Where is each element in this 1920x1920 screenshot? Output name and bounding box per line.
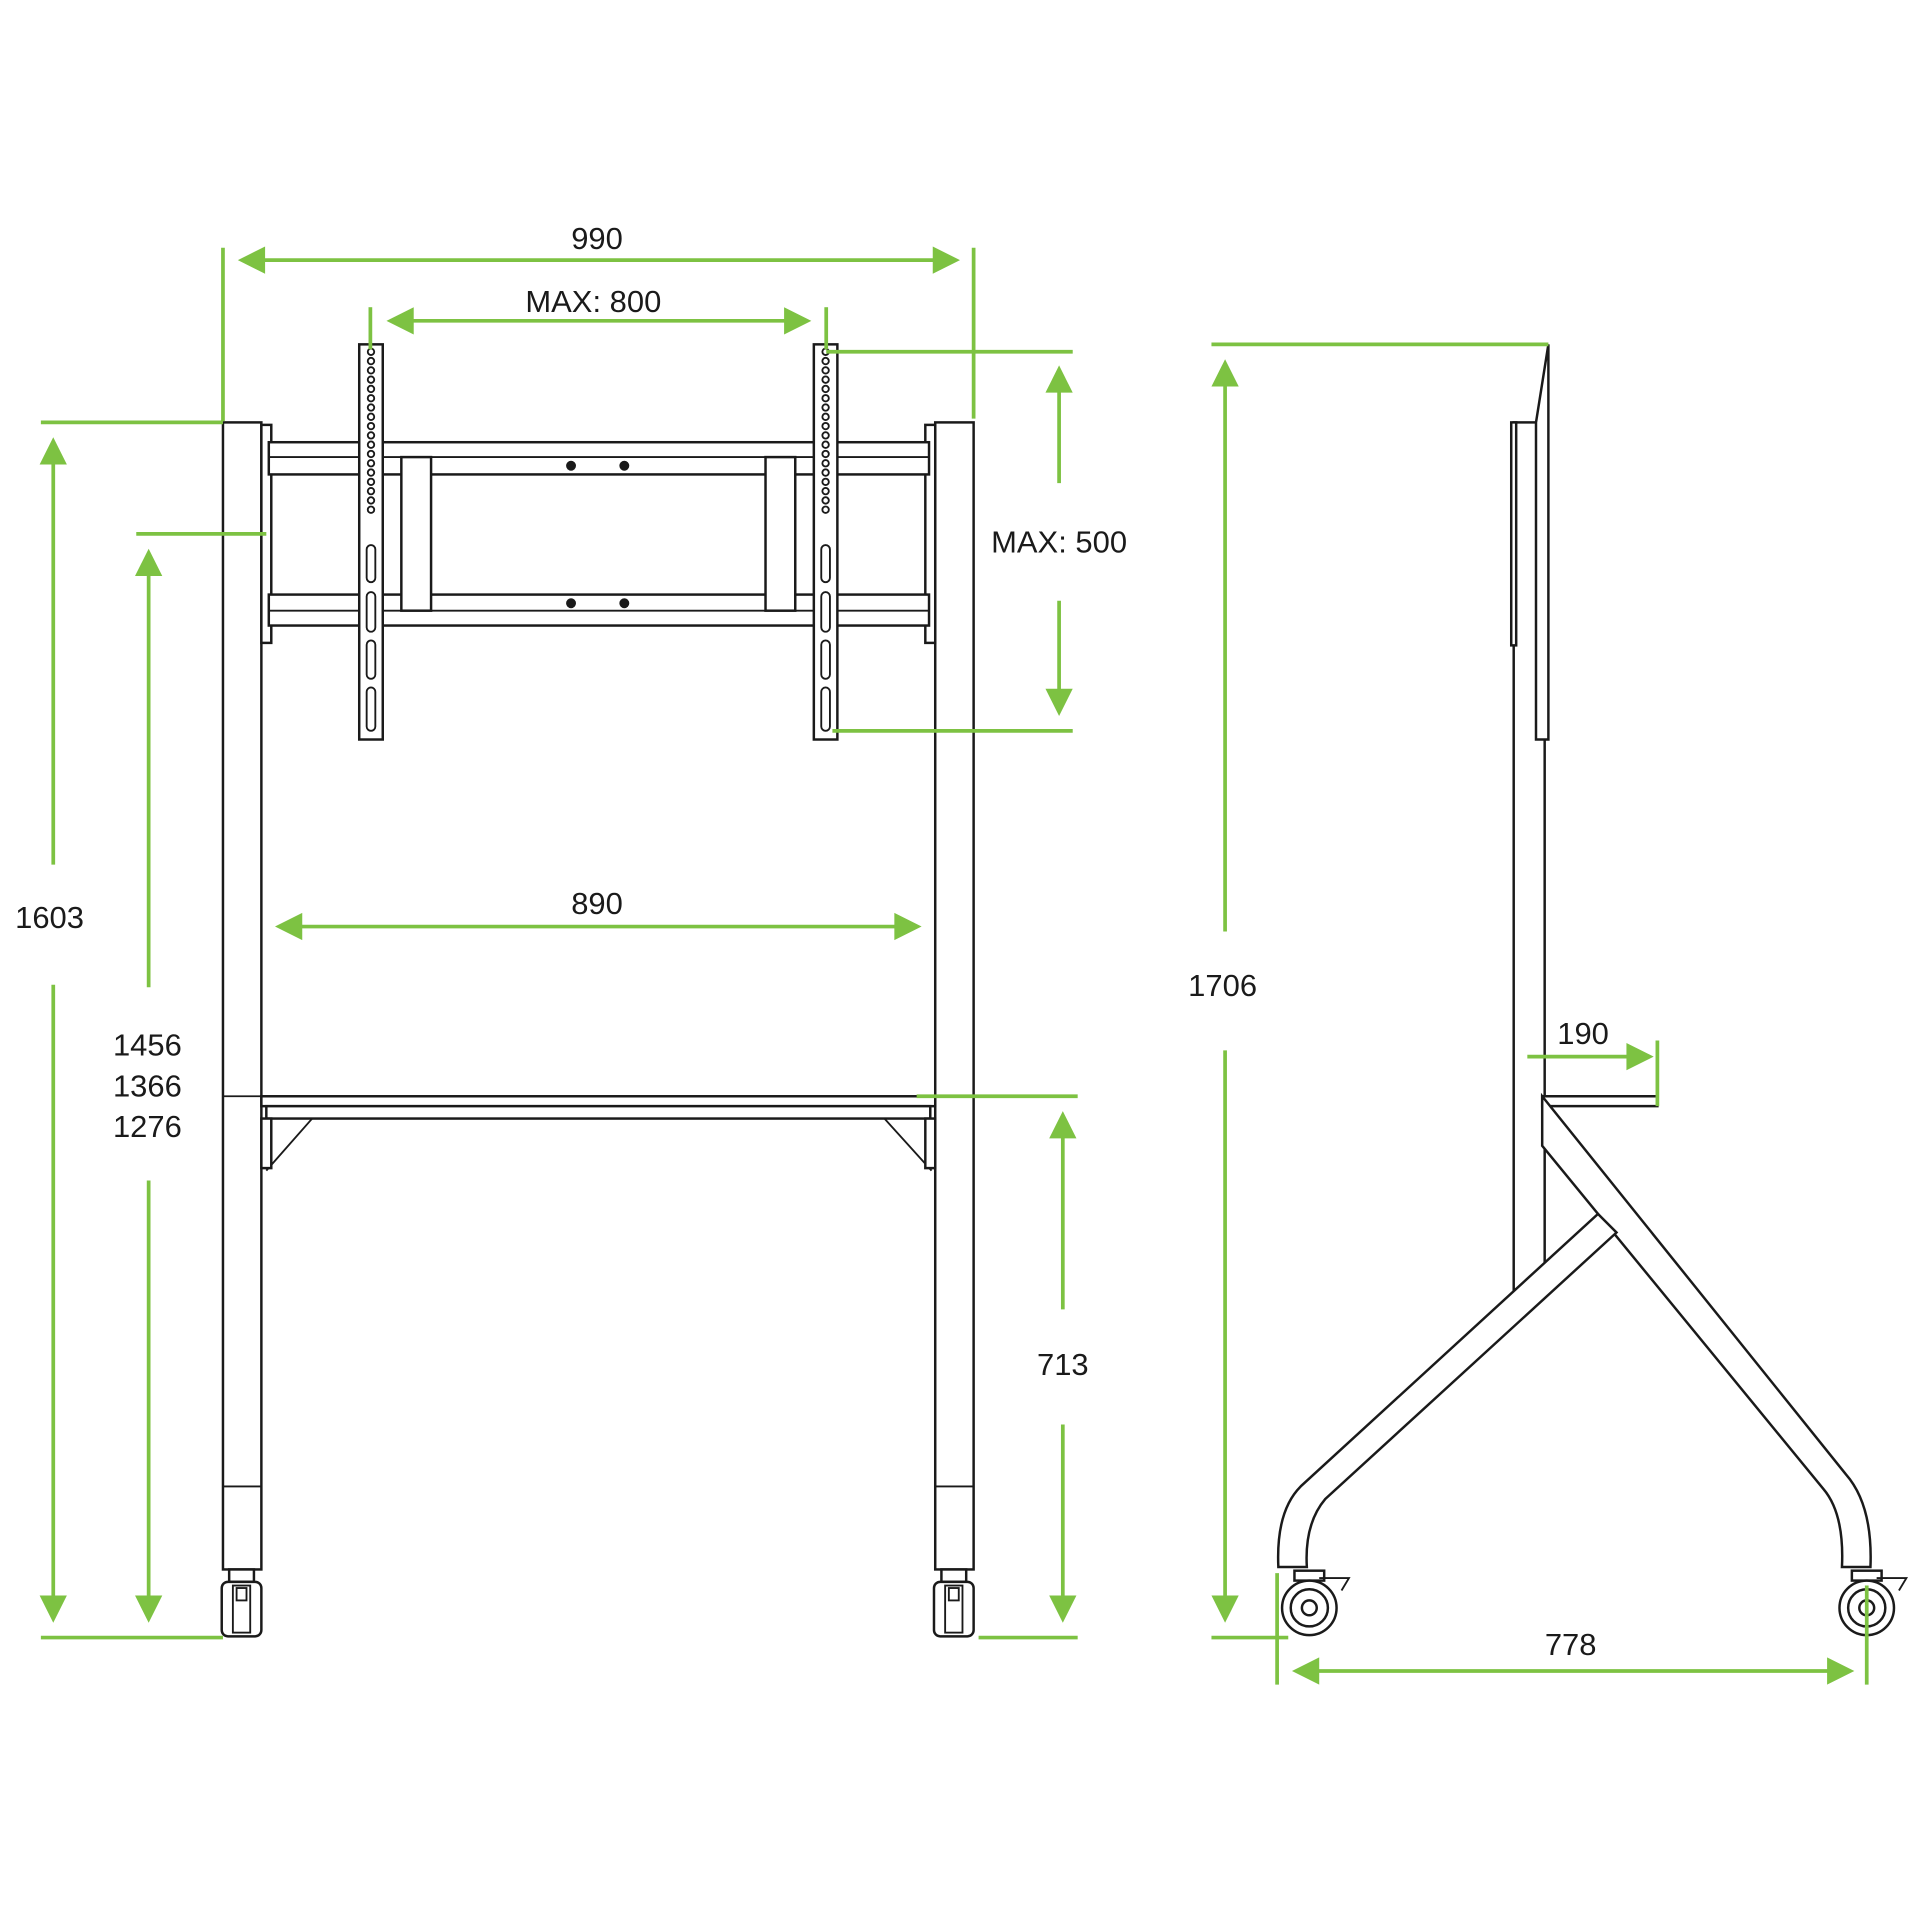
label-inner-width: 890 xyxy=(571,886,623,921)
bracket-slot xyxy=(820,544,831,584)
bracket-hole xyxy=(821,505,830,514)
caster-brake xyxy=(1876,1577,1909,1591)
dimension-arrowhead xyxy=(784,307,812,335)
bracket-hole xyxy=(366,403,376,412)
dimension-arrowhead xyxy=(1626,1042,1654,1071)
label-mount-height-3: 1276 xyxy=(113,1109,182,1144)
dimension-arrowhead xyxy=(1049,1111,1077,1139)
side-shelf xyxy=(1540,1095,1659,1108)
label-total-height-front: 1603 xyxy=(15,900,84,935)
dimension-arrowhead xyxy=(932,246,960,274)
right-post xyxy=(933,421,975,1571)
bracket-hole xyxy=(366,496,376,505)
dimension-arrowhead xyxy=(1049,1595,1077,1623)
bracket-hole xyxy=(821,477,830,487)
side-view xyxy=(1276,344,1909,1637)
bracket-hole xyxy=(821,394,830,403)
rear-leg xyxy=(1540,1092,1872,1569)
bracket-hole xyxy=(366,356,376,366)
bracket-slot xyxy=(820,686,831,732)
bracket-hole xyxy=(821,375,830,384)
bracket-hole xyxy=(366,431,376,440)
caster-mount xyxy=(227,1568,256,1584)
dimension-arrowhead xyxy=(135,548,163,576)
bracket-slot xyxy=(365,544,377,584)
bracket-hole xyxy=(366,394,376,403)
label-total-height-side: 1706 xyxy=(1188,968,1257,1003)
left-post xyxy=(221,421,263,1571)
bracket-hole xyxy=(821,486,830,496)
bracket-hole xyxy=(821,356,830,366)
bracket-hole xyxy=(366,449,376,459)
bracket-hole xyxy=(366,384,376,394)
dimension-arrowhead xyxy=(1211,1595,1239,1623)
dimension-arrowhead xyxy=(39,437,67,465)
dimension-arrowhead xyxy=(894,912,922,941)
bracket-hole xyxy=(821,468,830,477)
bracket-hole xyxy=(366,375,376,384)
bracket-hole xyxy=(366,366,376,375)
bracket-slot xyxy=(365,591,377,633)
bracket-slot xyxy=(820,591,831,633)
bracket-slot xyxy=(365,639,377,680)
dimension-arrowhead xyxy=(237,246,266,274)
bracket-hole xyxy=(821,459,830,468)
bracket-hole xyxy=(821,384,830,394)
dimension-arrowhead xyxy=(1045,688,1073,716)
bracket-hole xyxy=(366,440,376,449)
label-base-depth: 778 xyxy=(1545,1627,1597,1662)
dimension-arrowhead xyxy=(1291,1657,1320,1685)
dimension-arrowhead xyxy=(39,1595,67,1623)
bracket-hole xyxy=(366,486,376,496)
bracket-hole xyxy=(366,477,376,487)
front-leg xyxy=(1276,1212,1619,1569)
dimension-arrowhead xyxy=(1211,359,1239,387)
bracket-hole xyxy=(821,431,830,440)
dimension-arrowhead xyxy=(386,307,414,335)
bracket-hole xyxy=(821,496,830,505)
bracket-hole xyxy=(366,459,376,468)
dimension-arrowhead xyxy=(135,1595,163,1623)
caster-wheel xyxy=(220,1580,263,1638)
bracket-hole xyxy=(821,403,830,412)
dimension-arrowhead xyxy=(1827,1657,1855,1685)
caster-mount xyxy=(940,1568,968,1584)
caster-mount xyxy=(1293,1569,1326,1582)
front-view xyxy=(220,343,975,1638)
dimension-annotations: 990 MAX: 800 MAX: 500 1603 1456 1366 127… xyxy=(15,221,1869,1685)
caster-wheel xyxy=(932,1580,975,1638)
bracket-hole xyxy=(821,366,830,375)
bracket-hole xyxy=(821,440,830,449)
bracket-slot xyxy=(820,639,831,680)
label-shelf-depth: 190 xyxy=(1557,1016,1609,1051)
caster-mount xyxy=(1850,1569,1883,1582)
label-vesa-vertical: MAX: 500 xyxy=(991,524,1127,559)
dimension-arrowhead xyxy=(1045,365,1073,393)
bracket-hole xyxy=(366,468,376,477)
side-mount-plate xyxy=(1534,344,1550,741)
bracket-hole xyxy=(366,421,376,431)
label-overall-width: 990 xyxy=(571,221,623,256)
bracket-hole xyxy=(821,421,830,431)
bracket-hole xyxy=(366,505,376,514)
shelf xyxy=(260,1095,937,1108)
bracket-hole xyxy=(821,412,830,421)
label-vesa-horizontal: MAX: 800 xyxy=(525,284,661,319)
label-mount-height-2: 1366 xyxy=(113,1068,182,1103)
dimension-arrowhead xyxy=(274,912,303,941)
bracket-hole xyxy=(366,412,376,421)
label-shelf-height: 713 xyxy=(1037,1347,1089,1382)
caster-brake xyxy=(1319,1577,1351,1591)
bracket-hole xyxy=(821,449,830,459)
bracket-slot xyxy=(365,686,377,732)
label-mount-height-1: 1456 xyxy=(113,1027,182,1062)
